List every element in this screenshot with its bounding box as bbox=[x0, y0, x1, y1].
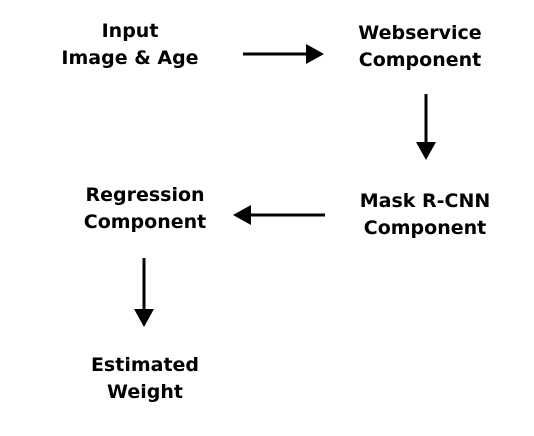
estimated-weight-node: Estimated Weight bbox=[70, 352, 220, 406]
estimated-weight-node-line2: Weight bbox=[107, 381, 183, 403]
regression-node: Regression Component bbox=[60, 182, 230, 236]
arrow-mask-rcnn-to-regression bbox=[233, 205, 325, 225]
input-node: Input Image & Age bbox=[40, 18, 220, 72]
arrow-regression-to-estimated bbox=[134, 258, 154, 327]
regression-node-line1: Regression bbox=[85, 184, 205, 206]
webservice-node-line2: Component bbox=[358, 49, 482, 71]
input-node-line1: Input bbox=[101, 20, 159, 42]
mask-rcnn-node-line1: Mask R-CNN bbox=[359, 190, 491, 212]
arrow-webservice-to-mask-rcnn bbox=[416, 94, 436, 160]
webservice-node-line1: Webservice bbox=[358, 22, 482, 44]
regression-node-line2: Component bbox=[83, 211, 207, 233]
mask-rcnn-node: Mask R-CNN Component bbox=[345, 188, 505, 242]
webservice-node: Webservice Component bbox=[340, 20, 500, 74]
estimated-weight-node-line1: Estimated bbox=[90, 354, 200, 376]
input-node-line2: Image & Age bbox=[61, 47, 199, 69]
arrow-input-to-webservice bbox=[243, 44, 324, 64]
mask-rcnn-node-line2: Component bbox=[363, 217, 487, 239]
